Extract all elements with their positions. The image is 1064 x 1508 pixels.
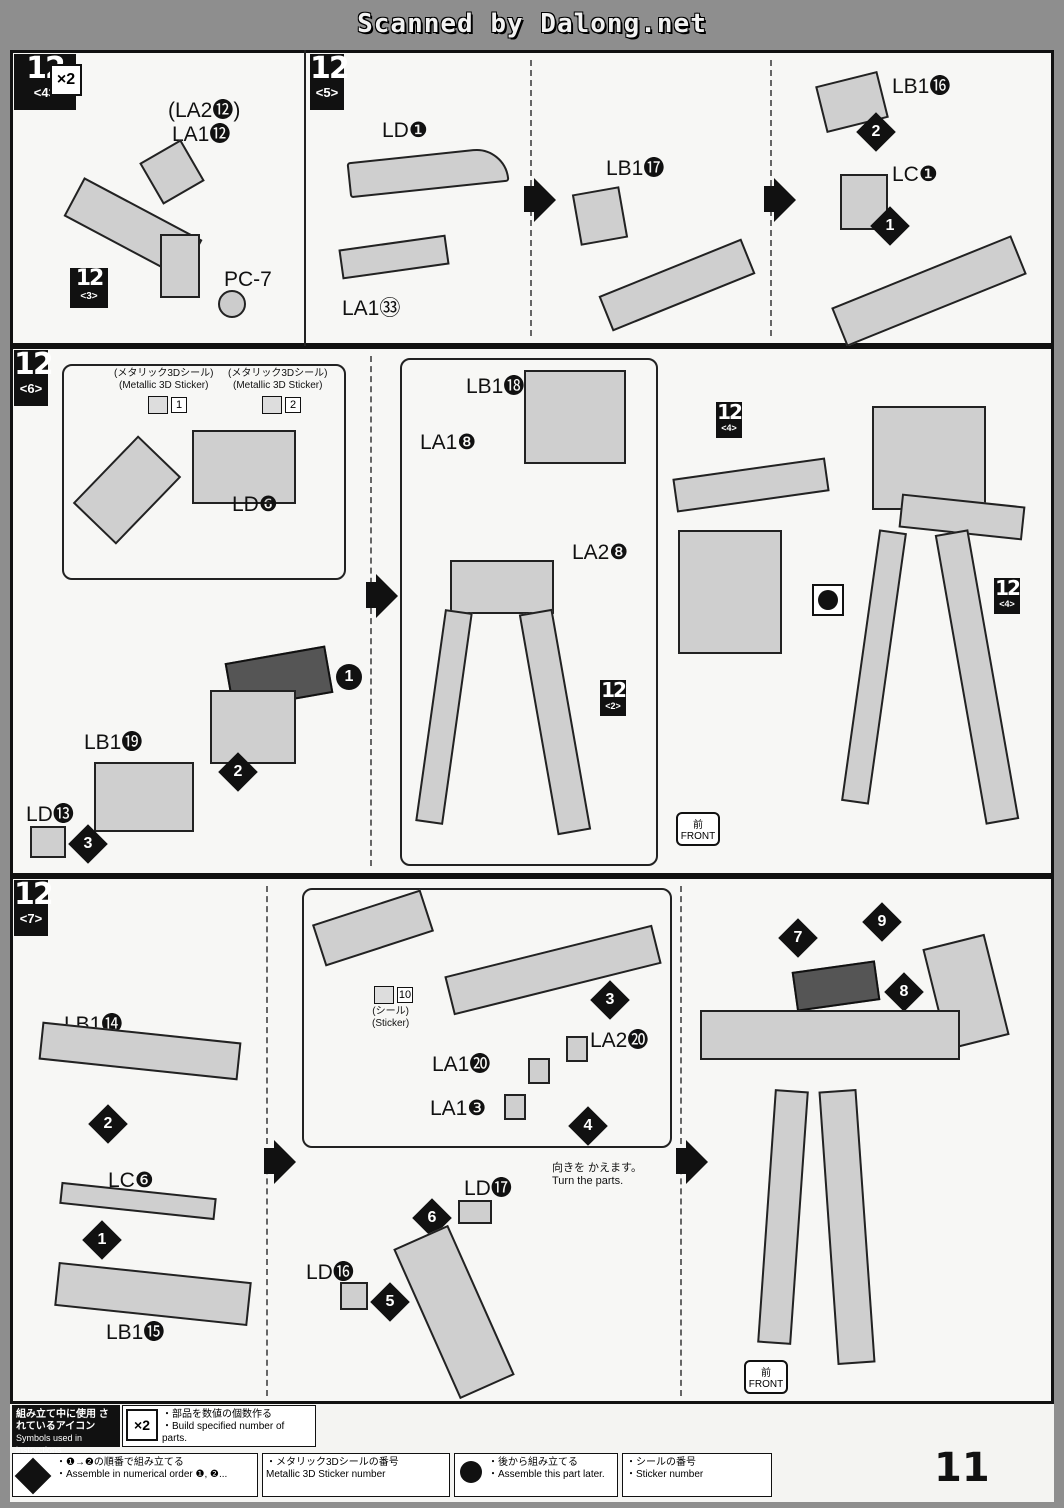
order-9-marker: 9	[862, 902, 902, 942]
part-assembled-body	[700, 1010, 960, 1060]
part-ld17	[458, 1200, 492, 1224]
sticker-1-caption: (メタリック3Dシール)(Metallic 3D Sticker)	[114, 368, 214, 391]
label-la1-8: LA1❽	[420, 431, 477, 454]
step-12-5-badge: 12<5>	[310, 54, 350, 110]
part-ld16	[340, 1282, 368, 1310]
label-lc1: LC❶	[892, 163, 938, 186]
turn-parts-note: 向きを かえます。Turn the parts.	[552, 1162, 642, 1187]
label-la1-33: LA1㉝	[342, 297, 401, 320]
multiplier-badge: ×2	[50, 64, 82, 96]
part-la2-20	[566, 1036, 588, 1062]
next-arrow-3	[376, 574, 398, 618]
part-ld13	[30, 826, 66, 858]
part-upper-frame	[872, 406, 986, 510]
label-lb1-19: LB1⓳	[84, 731, 143, 754]
ref-12-3-badge: 12<3>	[70, 268, 108, 308]
pc7-ball-part	[218, 290, 246, 318]
label-lb1-15: LB1⓯	[106, 1321, 165, 1344]
part-backpack-block	[678, 530, 782, 654]
ref-12-4b-badge: 12<4>	[994, 578, 1021, 614]
label-lb1-17: LB1⓱	[606, 157, 665, 180]
label-ld16: LD⓰	[306, 1261, 354, 1284]
label-la1-20: LA1⓴	[432, 1053, 491, 1076]
legend-later: ・後から組み立てる・Assemble this part later.	[454, 1453, 618, 1497]
order-4-marker: 4	[568, 1106, 608, 1146]
label-ld17: LD⓱	[464, 1177, 512, 1200]
sticker-2-caption: (メタリック3Dシール)(Metallic 3D Sticker)	[228, 368, 328, 391]
order-1-marker: 1	[870, 206, 910, 246]
arrow-stem-4	[264, 1148, 276, 1174]
ref-12-4a-badge: 12<4>	[716, 402, 743, 438]
sticker-10-caption: (シール)(Sticker)	[372, 1006, 410, 1029]
arrow-stem-1	[524, 186, 536, 212]
label-la2-8: LA2❽	[572, 541, 629, 564]
order-5-marker: 5	[370, 1282, 410, 1322]
part-la1-3	[504, 1094, 526, 1120]
legend-multiplier: ×2 ・部品を数値の個数作る・Build specified number of…	[122, 1405, 316, 1447]
scan-watermark: Scanned by Dalong.net	[357, 9, 707, 39]
arrow-stem-3	[366, 582, 378, 608]
label-lc6: LC❻	[108, 1169, 154, 1192]
order-1-marker-c: 1	[82, 1220, 122, 1260]
legend-sticker: ・シールの番号・Sticker number	[622, 1453, 772, 1497]
next-arrow-1	[534, 178, 556, 222]
arrow-stem-2	[764, 186, 776, 212]
label-lb1-16: LB1⓰	[892, 75, 951, 98]
arrow-stem-5	[676, 1148, 688, 1174]
order-2-marker-c: 2	[88, 1104, 128, 1144]
instruction-sheet: 12<4> ×2 (LA2⓬) LA1⓬ 12<3> PC-7 12<5> LD…	[10, 50, 1054, 1502]
legend-order: ・❶→❷の順番で組み立てる・Assemble in numerical orde…	[12, 1453, 258, 1497]
order-1-marker-b: 1	[336, 664, 362, 690]
step-12-6-badge: 12<6>	[14, 350, 54, 406]
step-12-7-badge: 12<7>	[14, 880, 54, 936]
label-ld1: LD❶	[382, 119, 428, 142]
label-la1-3: LA1❸	[430, 1097, 487, 1120]
metallic-sticker-2: 2	[262, 396, 301, 414]
part-la1-20	[528, 1058, 550, 1084]
assemble-later-icon	[812, 584, 844, 616]
next-arrow-5	[686, 1140, 708, 1184]
metallic-sticker-1: 1	[148, 396, 187, 414]
order-2-marker-b: 2	[218, 752, 258, 792]
part-arm-base	[160, 234, 200, 298]
part-lb1-19	[94, 762, 194, 832]
page-number: 11	[934, 1445, 990, 1491]
label-lb1-18: LB1⓲	[466, 375, 525, 398]
label-la1-12: LA1⓬	[172, 123, 231, 146]
sticker-10: 10	[374, 986, 413, 1004]
label-ld13: LD⓭	[26, 803, 74, 826]
order-8-marker: 8	[884, 972, 924, 1012]
label-la2-12: (LA2⓬)	[168, 99, 241, 122]
next-arrow-2	[774, 178, 796, 222]
label-pc7: PC-7	[224, 268, 272, 291]
order-3-marker: 3	[68, 824, 108, 864]
part-body-block	[210, 690, 296, 764]
order-3-marker-c: 3	[590, 980, 630, 1020]
order-2-marker: 2	[856, 112, 896, 152]
next-arrow-4	[274, 1140, 296, 1184]
part-lb1-17	[571, 186, 629, 246]
ref-12-2-badge: 12<2>	[600, 680, 627, 716]
order-7-marker: 7	[778, 918, 818, 958]
part-ld6	[192, 430, 296, 504]
label-la2-20: LA2⓴	[590, 1029, 649, 1052]
part-lb1-18-frame	[524, 370, 626, 464]
label-ld6: LD❻	[232, 493, 278, 516]
part-hip-joint	[450, 560, 554, 614]
